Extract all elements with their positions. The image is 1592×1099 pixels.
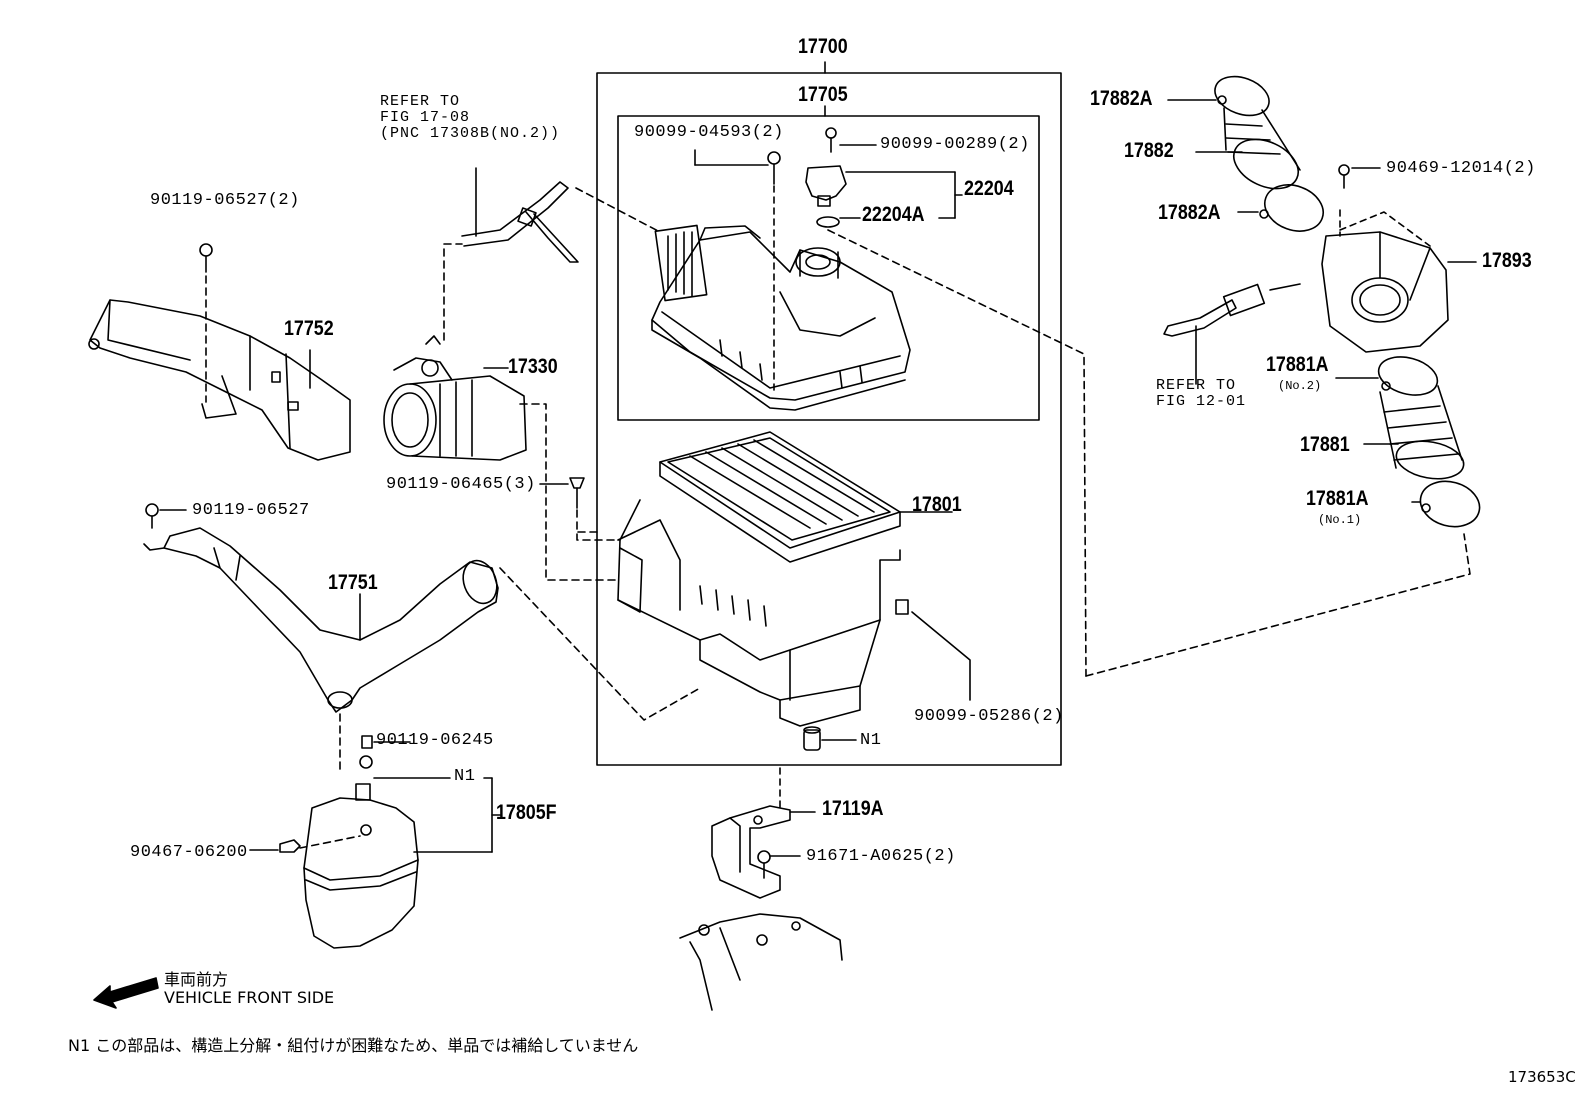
label-17893: 17893 (1482, 249, 1532, 272)
label-17119A: 17119A (822, 797, 884, 820)
ref-line-1: REFER TO (380, 93, 461, 110)
diagram-code: 173653C (1508, 1068, 1576, 1086)
reference-fig-17-08: REFER TO FIG 17-08 (PNC 17308B(NO.2)) (380, 94, 560, 142)
label-90099-05286: 90099-05286(2) (914, 707, 1064, 726)
air-cleaner-case-drawing (617, 431, 909, 751)
label-90099-04593: 90099-04593(2) (634, 123, 784, 142)
label-90119-06527: 90119-06527 (192, 501, 310, 520)
body-panel-drawing (679, 913, 843, 1011)
vehicle-front-jp: 車両前方 (164, 970, 229, 989)
hose-17882-drawing (1214, 75, 1324, 232)
label-90119-06245: 90119-06245 (376, 731, 494, 750)
label-22204A: 22204A (862, 203, 925, 226)
label-17881A-no1: 17881A (1306, 487, 1369, 510)
ref12-line-1: REFER TO (1156, 377, 1237, 394)
label-17805F: 17805F (496, 801, 557, 824)
footnote-n1: N1 この部品は、構造上分解・組付けが困難なため、単品では補給していません (68, 1036, 639, 1055)
resonator-17805F-drawing (303, 735, 419, 949)
hose-17881-drawing (1377, 356, 1481, 528)
label-91671-A0625: 91671-A0625(2) (806, 847, 956, 866)
air-cleaner-cap-drawing (651, 224, 911, 411)
bolt-90119-06465-drawing (569, 477, 585, 509)
airflow-meter-17330-drawing (383, 335, 527, 461)
label-17882: 17882 (1124, 139, 1174, 162)
label-17752: 17752 (284, 317, 334, 340)
label-17330: 17330 (508, 355, 558, 378)
assembly-frame-17700 (596, 72, 1062, 766)
vehicle-front-en: VEHICLE FRONT SIDE (164, 988, 335, 1007)
ref12-line-2: FIG 12-01 (1156, 393, 1247, 410)
label-90469-12014: 90469-12014(2) (1386, 159, 1536, 178)
label-17881A-no2-sub: (No.2) (1278, 379, 1322, 393)
ref-line-2: FIG 17-08 (380, 109, 471, 126)
label-17882A-top: 17882A (1090, 87, 1153, 110)
intake-duct-17751-drawing (143, 527, 499, 713)
label-17881A-no2: 17881A (1266, 353, 1329, 376)
label-17700: 17700 (798, 35, 848, 58)
air-inlet-17752-drawing (88, 299, 351, 461)
subassembly-frame-17705 (617, 115, 1040, 421)
label-17705: 17705 (798, 83, 848, 106)
label-17881: 17881 (1300, 433, 1350, 456)
label-90119-06527-2: 90119-06527(2) (150, 191, 300, 210)
label-n1-box: N1 (860, 731, 882, 750)
label-17751: 17751 (328, 571, 378, 594)
adapter-17893-drawing (1321, 164, 1449, 353)
label-17881A-no1-sub: (No.1) (1318, 513, 1362, 527)
label-90467-06200: 90467-06200 (130, 843, 248, 862)
label-17882A-bottom: 17882A (1158, 201, 1221, 224)
label-n1-tank: N1 (454, 767, 476, 786)
vehicle-front-arrow-icon (93, 977, 159, 1009)
label-90099-00289: 90099-00289(2) (880, 135, 1030, 154)
breather-hose-drawing (461, 181, 579, 263)
reference-fig-12-01: REFER TO FIG 12-01 (1156, 378, 1246, 410)
label-90119-06465: 90119-06465(3) (386, 475, 536, 494)
cap-fastener-drawings (767, 127, 847, 228)
label-22204: 22204 (964, 177, 1014, 200)
vent-hose-drawing (1163, 283, 1301, 337)
bracket-17119A-drawing (711, 805, 791, 899)
label-17801: 17801 (912, 493, 962, 516)
ref-line-3: (PNC 17308B(NO.2)) (380, 125, 561, 142)
